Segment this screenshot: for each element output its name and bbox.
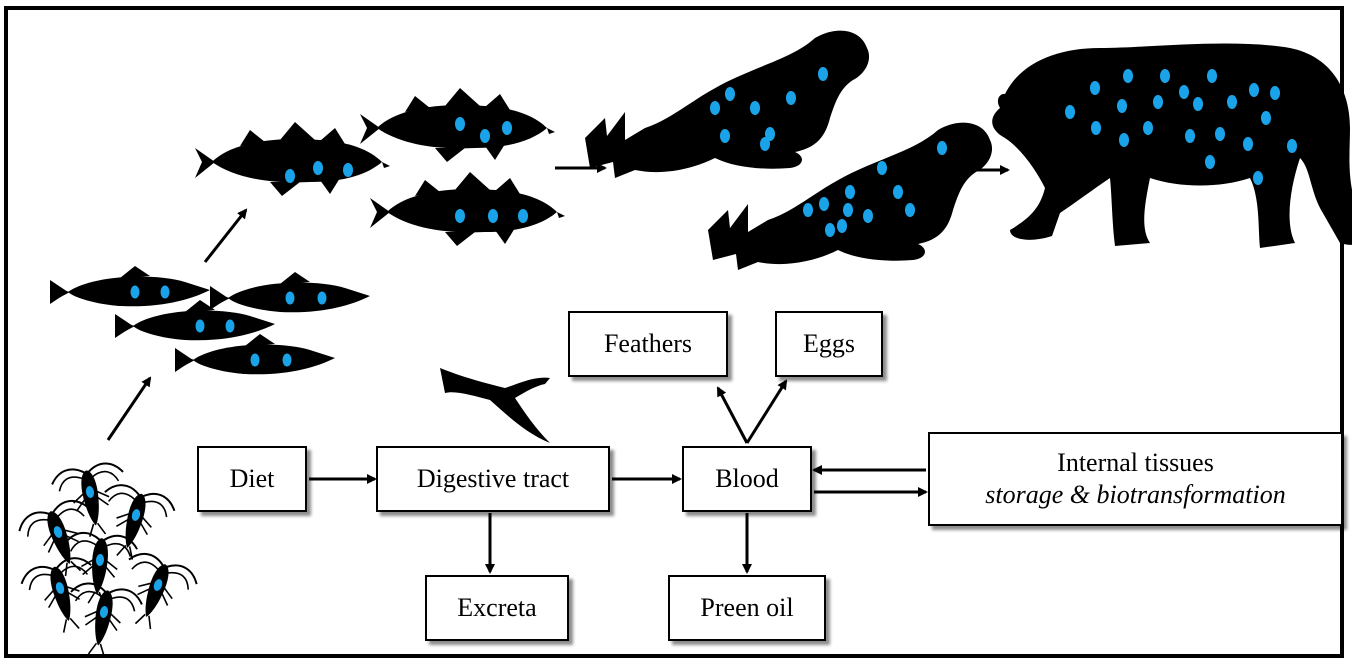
seal-group [585, 30, 993, 270]
zooplankton-group [14, 459, 202, 663]
seal-icon [585, 30, 870, 178]
digestive-tract-box: Digestive tract [376, 446, 610, 512]
small-fish-icon [115, 300, 275, 341]
small-fish-icon [175, 334, 335, 375]
internal-tissues-label: Internal tissues [1057, 447, 1214, 477]
small-fish-icon [210, 272, 370, 313]
excreta-label: Excreta [457, 592, 537, 622]
zooplankton-icon [108, 547, 202, 640]
arrow-zooplankton-to-fish [106, 376, 152, 441]
cod-icon [370, 172, 565, 246]
feathers-box: Feathers [568, 311, 728, 377]
cod-icon [195, 122, 390, 196]
cod-icon [360, 88, 555, 162]
small-fish-group [50, 266, 370, 375]
polar-bear-icon [992, 43, 1352, 248]
diet-box: Diet [197, 446, 307, 512]
blood-label: Blood [715, 463, 779, 493]
arrow-fish-to-cod [203, 208, 248, 263]
flow-arrows [309, 379, 928, 574]
feathers-label: Feathers [603, 328, 693, 358]
arrow-blood-to-feathers [716, 386, 749, 444]
preen-oil-box: Preen oil [668, 575, 826, 641]
excreta-box: Excreta [425, 575, 569, 641]
food-web-arrows [106, 163, 1010, 441]
blood-box: Blood [682, 446, 812, 512]
digestive-tract-label: Digestive tract [416, 463, 570, 493]
internal-tissues-sublabel: storage & biotransformation [985, 480, 1286, 509]
diet-label: Diet [229, 463, 275, 493]
eggs-box: Eggs [775, 311, 883, 377]
seabird-icon [440, 368, 550, 443]
cod-group [195, 88, 565, 246]
internal-tissues-box: Internal tissues storage & biotransforma… [928, 432, 1343, 526]
seal-icon [708, 122, 993, 270]
preen-oil-label: Preen oil [700, 592, 794, 622]
eggs-label: Eggs [803, 328, 855, 358]
arrow-blood-to-eggs [745, 379, 788, 444]
small-fish-icon [50, 266, 210, 307]
